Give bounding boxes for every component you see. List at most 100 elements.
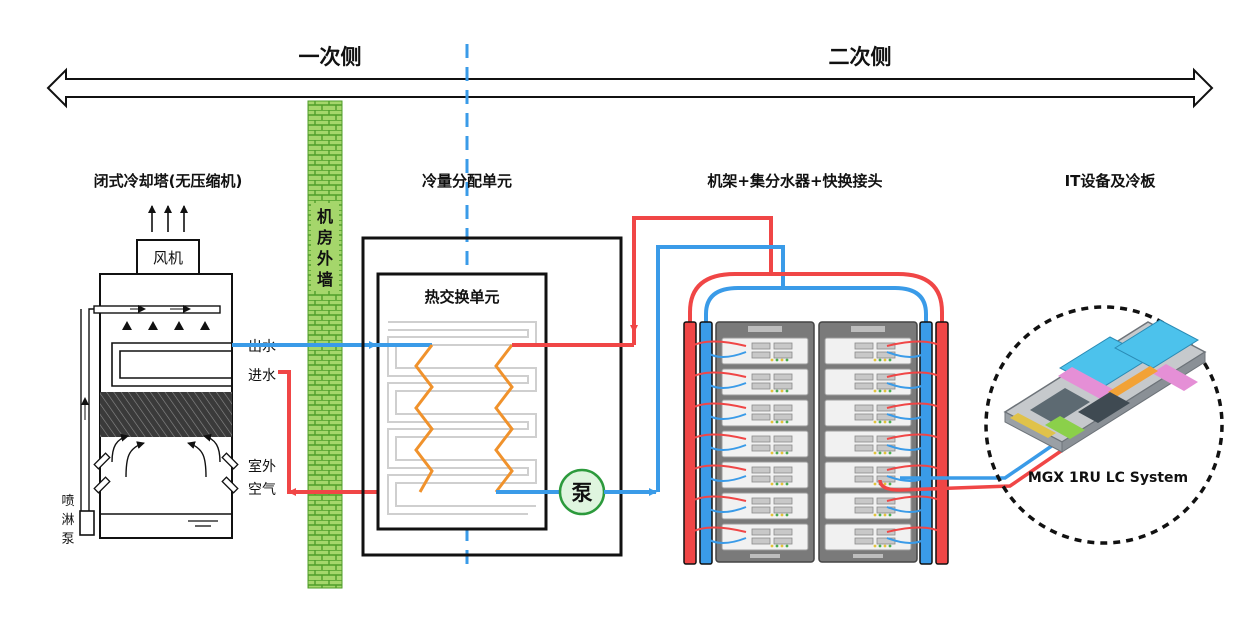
quick-connect-hose-cold [886, 444, 928, 451]
tower-fill-media [100, 392, 232, 437]
quick-connect-hose-cold [886, 351, 928, 358]
rack-title: 机架+集分水器+快换接头 [707, 172, 882, 190]
spray-nozzle [122, 321, 132, 330]
server-unit [721, 430, 809, 458]
spray-header [93, 305, 221, 314]
server-unit [721, 399, 809, 427]
quick-connect-hose-hot [886, 526, 946, 535]
quick-connect-hose-hot [687, 464, 747, 473]
quick-connect-hose-hot [687, 495, 747, 504]
server-unit [824, 368, 912, 396]
cdu-outer-box [361, 236, 623, 557]
server-unit [824, 461, 912, 489]
quick-connect-hose-hot [886, 495, 946, 504]
server-unit [721, 523, 809, 551]
spray-pump-label-1: 喷 [61, 494, 74, 509]
quick-connect-hose-hot [886, 402, 946, 411]
quick-connect-hose-cold [705, 382, 747, 389]
quick-connect-hose-cold [886, 382, 928, 389]
quick-connect-hose-hot [687, 371, 747, 380]
cooling-tower-title: 闭式冷却塔(无压缩机) [94, 172, 243, 190]
server-unit [721, 337, 809, 365]
server-unit [824, 399, 912, 427]
secondary-side-label: 二次侧 [829, 45, 892, 69]
server-unit [824, 523, 912, 551]
inlet-label: 进水 [248, 368, 276, 384]
fan-box [136, 239, 200, 275]
cdu-title: 冷量分配单元 [422, 172, 512, 190]
quick-connect-hose-cold [705, 351, 747, 358]
quick-connect-hose-hot [886, 464, 946, 473]
quick-connect-hose-cold [886, 506, 928, 513]
rack-top-vent [851, 326, 885, 332]
hot-manifold-left [683, 321, 697, 565]
air-louver [221, 476, 239, 494]
heat-exchanger-label: 热交换单元 [424, 288, 499, 306]
it-equipment: MGX 1RU LC System [984, 305, 1224, 545]
wall-label-char-3: 外 [316, 249, 333, 268]
quick-connect-hose-hot [687, 402, 747, 411]
cold-manifold-arc [704, 286, 928, 324]
cold-manifold-left [699, 321, 713, 565]
air-louver [93, 476, 111, 494]
rack-top-vent [748, 326, 782, 332]
spray-pump [79, 510, 95, 536]
server-unit [721, 368, 809, 396]
server-unit [824, 430, 912, 458]
wall-label-char-1: 机 [317, 207, 333, 226]
fan-label: 风机 [153, 249, 183, 267]
secondary-heat-exchange-zigzag [494, 344, 514, 493]
outdoor-air-label: 室外 [248, 458, 276, 475]
quick-connect-hose-cold [705, 506, 747, 513]
quick-connect-hose-cold [705, 537, 747, 544]
cold-manifold-right [919, 321, 933, 565]
tower-coil [111, 342, 232, 387]
quick-connect-hose-hot [886, 433, 946, 442]
quick-connect-hose-hot [687, 340, 747, 349]
wall-label-char-2: 房 [317, 228, 333, 247]
it-supply-hose [900, 430, 1073, 480]
server-unit [721, 492, 809, 520]
it-equipment-boundary [984, 305, 1224, 545]
primary-heat-exchange-zigzag [414, 344, 434, 493]
primary-side-label: 一次侧 [299, 45, 362, 69]
heat-exchanger-box [376, 272, 548, 531]
quick-connect-hose-hot [886, 340, 946, 349]
quick-connect-hose-cold [886, 413, 928, 420]
server-unit [824, 337, 912, 365]
outdoor-air-label-2: 空气 [248, 482, 276, 498]
quick-connect-hose-hot [687, 526, 747, 535]
secondary-supply-pipe [656, 245, 785, 492]
it-return-hose [878, 436, 1081, 492]
server-model-label: MGX 1RU LC System [1028, 470, 1188, 486]
it-equipment-title: IT设备及冷板 [1065, 172, 1157, 190]
rack-assembly [683, 321, 949, 565]
quick-connect-hose-cold [705, 475, 747, 482]
air-louver [221, 452, 239, 470]
cdu: 热交换单元 泵 [361, 236, 657, 557]
spray-nozzle [148, 321, 158, 330]
quick-connect-hose-hot [886, 371, 946, 380]
quick-connect-hose-cold [886, 537, 928, 544]
wall-label-char-4: 墙 [317, 270, 333, 289]
cooling-tower: 风机 出水 进水 室外 [61, 205, 276, 547]
server-unit [824, 492, 912, 520]
quick-connect-hose-hot [687, 433, 747, 442]
spray-pump-label-2: 淋 [61, 513, 74, 528]
spray-nozzle [174, 321, 184, 330]
hot-manifold-right [935, 321, 949, 565]
span-double-arrow [46, 67, 1214, 109]
spray-nozzle [200, 321, 210, 330]
pump-label: 泵 [572, 481, 593, 505]
server-unit [721, 461, 809, 489]
hot-manifold-arc [688, 272, 944, 324]
quick-connect-hose-cold [705, 413, 747, 420]
air-louver [93, 452, 111, 470]
primary-return-pipe [278, 370, 420, 494]
spray-pump-label-3: 泵 [61, 532, 74, 547]
quick-connect-hose-cold [705, 444, 747, 451]
wall-label-background [311, 203, 339, 291]
spray-recirculation-pipe [88, 308, 94, 520]
cold-plate [1113, 319, 1200, 369]
